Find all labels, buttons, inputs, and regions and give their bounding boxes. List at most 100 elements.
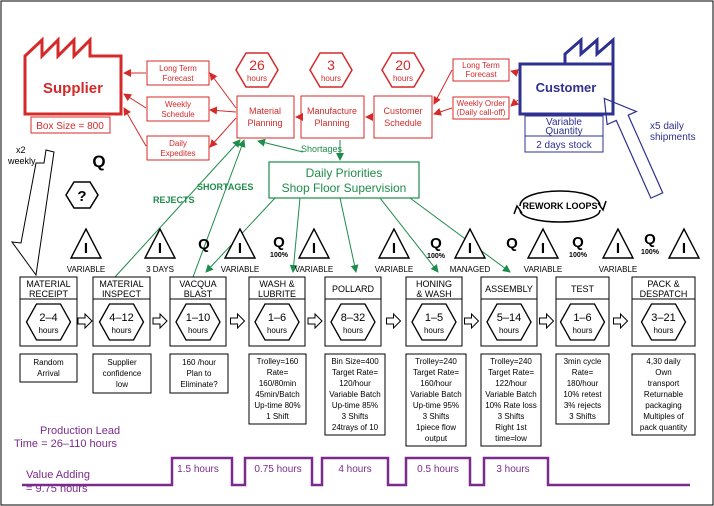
process-name: WASH & <box>259 279 294 289</box>
push-arrow-icon <box>464 312 480 330</box>
svg-text:I: I <box>392 240 396 257</box>
svg-text:Forecast: Forecast <box>465 70 497 79</box>
customer-info-flows: Long Term Forecast Weekly Order (Daily c… <box>433 58 519 120</box>
production-lead-time: Production Lead <box>40 425 120 437</box>
data-line: 120/hour <box>339 379 371 388</box>
svg-text:Expedites: Expedites <box>160 149 195 158</box>
data-line: 45min/Batch <box>255 390 299 399</box>
svg-text:BLAST: BLAST <box>184 289 213 299</box>
svg-text:hours: hours <box>188 326 208 335</box>
data-line: Right 1st <box>495 423 527 432</box>
process-name: HONING <box>416 279 452 289</box>
data-line: low <box>116 380 128 389</box>
data-line: Trolley=160 <box>257 357 299 366</box>
quality-q-icon: Q <box>198 236 210 253</box>
supplier-info-flows: Long Term Forecast Weekly Schedule Daily… <box>123 60 237 161</box>
data-line: 10% Rate loss <box>485 401 537 410</box>
time-hexagon-icon <box>640 303 687 341</box>
push-arrow-icon <box>539 312 555 330</box>
svg-text:Q: Q <box>644 231 656 248</box>
data-line: 3 Shifts <box>342 412 369 421</box>
inventory-triangle-icon: I <box>667 227 701 259</box>
unknown-label: ? <box>77 188 86 205</box>
supplier-box-size: Box Size = 800 <box>36 121 104 132</box>
svg-text:100%: 100% <box>569 252 588 259</box>
svg-text:I: I <box>616 240 620 257</box>
rework-loops-label: REWORK LOOPS <box>522 201 597 211</box>
data-line: Returnable <box>644 390 684 399</box>
data-line: 3 Shifts <box>498 412 525 421</box>
data-line: Up-time 95% <box>413 401 459 410</box>
svg-text:100%: 100% <box>641 249 660 256</box>
data-line: output <box>425 434 448 443</box>
timeline-label: 3 hours <box>496 464 529 475</box>
supplier-factory-icon: Supplier <box>23 36 123 116</box>
svg-text:DESPATCH: DESPATCH <box>640 289 688 299</box>
inventory-label: VARIABLE <box>599 265 638 274</box>
data-line: Bin Size=400 <box>331 357 379 366</box>
data-line: Variable Batch <box>485 390 536 399</box>
svg-text:hours: hours <box>572 326 592 335</box>
supplier-frequency: x2 <box>16 145 26 155</box>
svg-text:Schedule: Schedule <box>384 118 422 128</box>
push-arrow-icon <box>77 312 93 330</box>
svg-text:RECEIPT: RECEIPT <box>29 289 69 299</box>
data-line: 1piece flow <box>416 423 456 432</box>
quality-q-icon: Q <box>506 235 518 252</box>
inventory-label: 3 DAYS <box>146 265 174 274</box>
svg-text:I: I <box>238 240 242 257</box>
svg-text:shipments: shipments <box>650 132 696 143</box>
data-line: Up-time 80% <box>254 401 300 410</box>
data-line: 3 Shifts <box>569 412 596 421</box>
inventory-label: MANAGED <box>450 265 491 274</box>
data-line: Target Rate= <box>413 368 459 377</box>
timeline-label: 1.5 hours <box>177 464 219 475</box>
svg-text:Long Term: Long Term <box>462 61 500 70</box>
shortages-planning-label: Shortages <box>301 144 343 154</box>
inventory-label: VARIABLE <box>524 265 563 274</box>
process-time: 3–21 <box>651 312 675 324</box>
inventory-triangle-icon: I VARIABLE <box>524 227 563 274</box>
svg-text:LUBRITE: LUBRITE <box>258 289 296 299</box>
svg-text:hours: hours <box>267 326 287 335</box>
data-line: Plan to <box>187 369 212 378</box>
svg-text:hours: hours <box>653 326 673 335</box>
svg-text:I: I <box>541 240 545 257</box>
data-line: time=low <box>495 434 527 443</box>
process-time: 8–32 <box>341 312 365 324</box>
time-hexagon-icon <box>411 303 457 341</box>
svg-text:100%: 100% <box>427 253 446 260</box>
data-line: 24trays of 10 <box>332 423 379 432</box>
push-arrow-icon <box>613 312 629 330</box>
svg-text:& WASH: & WASH <box>416 289 451 299</box>
data-line: pack quantity <box>640 423 687 432</box>
data-line: Supplier <box>107 358 137 367</box>
svg-text:Material: Material <box>249 106 281 116</box>
svg-text:Long Term: Long Term <box>159 64 197 73</box>
svg-text:Forecast: Forecast <box>162 74 194 83</box>
push-arrow-icon <box>307 312 323 330</box>
data-line: Own <box>655 368 671 377</box>
svg-text:hours: hours <box>247 74 267 83</box>
data-line: Target Rate= <box>488 368 534 377</box>
quality-marker-icon: Q <box>92 152 105 171</box>
svg-text:Q: Q <box>572 234 584 251</box>
